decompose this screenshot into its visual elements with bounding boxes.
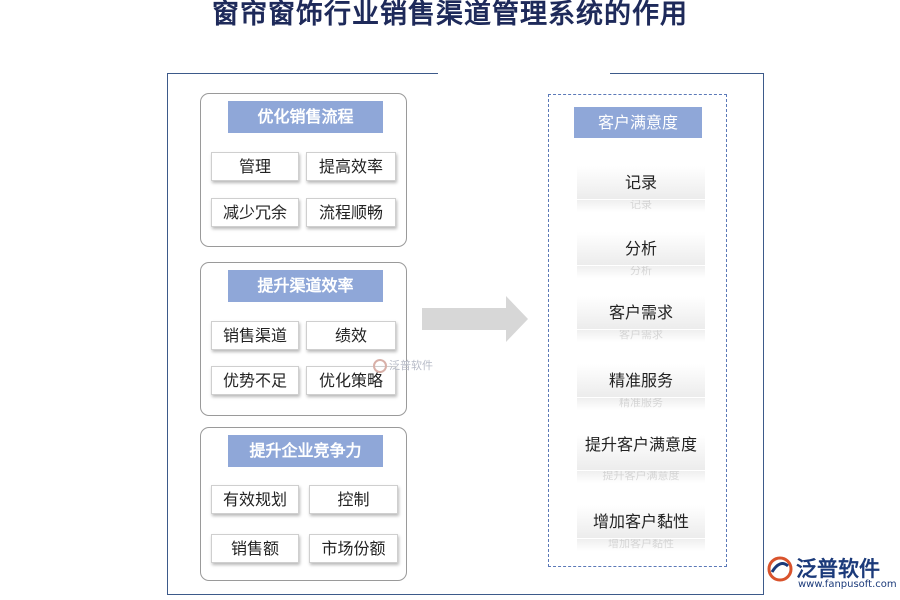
- group-item: 优势不足: [211, 366, 299, 395]
- group-item: 减少冗余: [211, 198, 299, 227]
- group-item: 销售渠道: [211, 321, 299, 350]
- satisfaction-panel: [548, 94, 727, 567]
- panel-item: 客户需求: [577, 296, 705, 329]
- right-arrow-icon: [422, 296, 528, 342]
- fanpu-logo-icon: [767, 556, 793, 582]
- group-item: 管理: [211, 152, 299, 181]
- item-reflection: 精准服务: [577, 398, 705, 410]
- group-item: 控制: [309, 485, 398, 514]
- group-item: 销售额: [211, 534, 299, 563]
- frame-gap: [438, 70, 610, 78]
- brand-logo: 泛普软件 www.fanpusoft.com: [766, 553, 897, 590]
- logo-url: www.fanpusoft.com: [798, 579, 897, 590]
- panel-header: 客户满意度: [574, 107, 702, 138]
- group-header: 提升企业竞争力: [228, 435, 383, 467]
- watermark: 泛普软件: [373, 357, 433, 373]
- group-header: 提升渠道效率: [228, 270, 383, 302]
- logo-name: 泛普软件: [796, 557, 880, 581]
- item-reflection: 分析: [577, 266, 705, 278]
- item-reflection: 记录: [577, 200, 705, 212]
- item-reflection: 增加客户黏性: [577, 539, 705, 551]
- page-title: 窗帘窗饰行业销售渠道管理系统的作用: [212, 0, 688, 30]
- group-item: 有效规划: [211, 485, 299, 514]
- panel-item: 提升客户满意度: [577, 435, 705, 470]
- group-item: 市场份额: [309, 534, 398, 563]
- panel-item: 记录: [577, 166, 705, 199]
- item-reflection: 提升客户满意度: [577, 471, 705, 483]
- panel-item: 精准服务: [577, 364, 705, 397]
- item-reflection: 客户需求: [577, 330, 705, 342]
- watermark-logo-icon: [373, 359, 387, 373]
- panel-item: 分析: [577, 232, 705, 265]
- group-item: 绩效: [306, 321, 396, 350]
- group-item: 流程顺畅: [306, 198, 396, 227]
- group-header: 优化销售流程: [228, 101, 383, 133]
- panel-item: 增加客户黏性: [577, 505, 705, 538]
- group-item: 提高效率: [306, 152, 396, 181]
